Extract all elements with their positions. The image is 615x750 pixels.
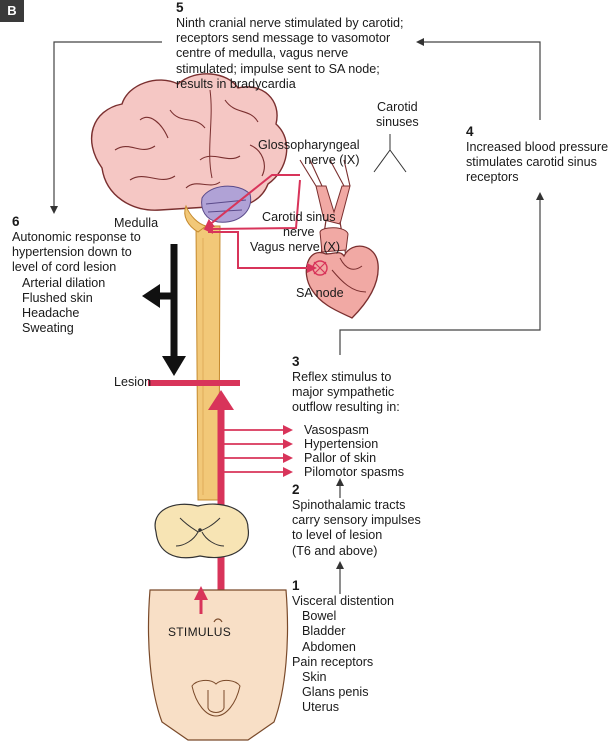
step-4-number: 4 (466, 124, 474, 139)
step-1-line: Pain receptors (292, 654, 374, 669)
step-3-item: Pilomotor spasms (304, 465, 405, 479)
step-1-item: Skin (302, 670, 327, 685)
brain (91, 73, 288, 233)
lesion-bar (148, 380, 240, 386)
step-1-item: Abdomen (302, 639, 356, 654)
step-4-line: stimulates carotid sinus (466, 155, 597, 170)
step-2-line: (T6 and above) (292, 543, 378, 558)
step-4-line: Increased blood pressure (466, 140, 609, 154)
sa-node-label: SA node (296, 286, 344, 300)
carotid-heart (299, 159, 379, 319)
carotid-sinus-nerve-label: Carotid sinus nerve (262, 210, 336, 240)
step-1-item: Glans penis (302, 685, 369, 700)
brainstem (184, 204, 208, 233)
connector-4-to-5 (416, 38, 541, 120)
step-3-item: Hypertension (304, 437, 379, 451)
cord-cross-section (154, 503, 249, 559)
step-3-item: Vasospasm (304, 423, 369, 437)
lesion-label: Lesion (114, 375, 152, 389)
step-5-line: results in bradycardia (176, 76, 296, 91)
vagus-nerve-label: Vagus nerve (X) (250, 240, 341, 254)
medulla-label: Medulla (114, 216, 159, 230)
stimulus-label: STIMULUS (168, 625, 232, 639)
step-2-line: to level of lesion (292, 528, 383, 543)
carotid-sinuses-label: Carotid sinuses (376, 100, 419, 130)
step-4-line: receptors (466, 170, 519, 185)
panel-label: B (0, 0, 24, 22)
step-3-items: Vasospasm Hypertension Pallor of skin Pi… (304, 423, 404, 479)
carotid-sinus-pathway (203, 179, 301, 234)
step-6-item: Sweating (22, 321, 74, 336)
step-5-number: 5 (176, 0, 184, 15)
step-6-line: Autonomic response to (12, 230, 141, 244)
step-6-line: hypertension down to (12, 245, 132, 260)
step-3-number: 3 (292, 354, 300, 369)
step-3-line: Reflex stimulus to (292, 370, 392, 384)
step-2-text: Spinothalamic tracts carry sensory impul… (292, 498, 421, 559)
step-2-line: Spinothalamic tracts (292, 498, 406, 512)
step-1-item: Bladder (302, 624, 346, 639)
step-1-item: Uterus (302, 700, 340, 715)
step-1-text: Visceral distention Bowel Bladder Abdome… (292, 594, 394, 716)
step-2-number: 2 (292, 482, 300, 497)
step-1-item: Bowel (302, 609, 337, 624)
step-5-line: centre of medulla, vagus nerve (176, 46, 349, 61)
step-3-text: Reflex stimulus to major sympathetic out… (292, 370, 400, 416)
step-3-item: Pallor of skin (304, 451, 377, 465)
step-4-text: Increased blood pressure stimulates caro… (466, 140, 608, 186)
glossopharyngeal-pathway (204, 174, 300, 230)
step-6-number: 6 (12, 214, 20, 229)
step-6-line: level of cord lesion (12, 260, 117, 275)
step-6-item: Arterial dilation (22, 275, 106, 290)
step-5-line: stimulated; impulse sent to SA node; (176, 61, 380, 76)
step-5-line: receptors send message to vasomotor (176, 31, 391, 46)
connector-5-to-6 (50, 41, 162, 214)
step-6-item: Flushed skin (22, 290, 93, 305)
vagus-pathway (208, 231, 317, 273)
step-6-text: Autonomic response to hypertension down … (12, 230, 141, 336)
step-3-line: outflow resulting in: (292, 400, 400, 415)
step-3-line: major sympathetic (292, 385, 395, 400)
step-6-item: Headache (22, 306, 80, 321)
connector-3-to-4 (339, 192, 544, 355)
step-1-number: 1 (292, 578, 300, 593)
lower-body (147, 589, 289, 741)
cerebellum (201, 185, 252, 223)
step-1-line: Visceral distention (292, 594, 394, 608)
glossopharyngeal-label: Glossopharyngeal nerve (IX) (258, 138, 360, 168)
step-2-line: carry sensory impulses (292, 513, 421, 528)
step-5-line: Ninth cranial nerve stimulated by caroti… (176, 16, 404, 30)
step-5-text: Ninth cranial nerve stimulated by caroti… (176, 16, 404, 92)
